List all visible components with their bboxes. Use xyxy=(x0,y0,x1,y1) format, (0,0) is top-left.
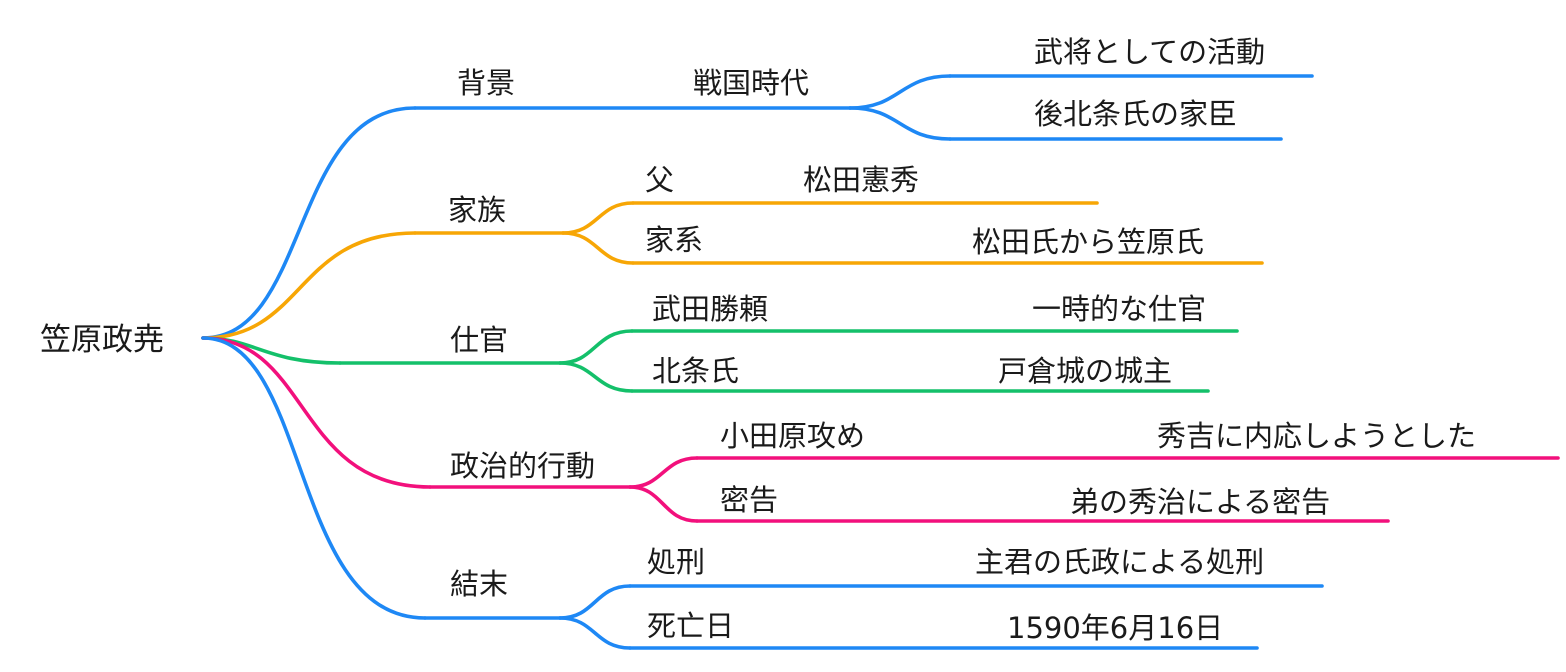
node-label-takeda-katsuyori: 武田勝頼 xyxy=(652,292,768,326)
node-label-matsuda-kasahara: 松田氏から笠原氏 xyxy=(972,225,1204,259)
node-label-odawara-zeme: 小田原攻め xyxy=(720,419,865,453)
root-node-label: 笠原政尭 xyxy=(40,322,164,358)
fork-shikan-up xyxy=(558,329,634,365)
node-label-ketsumatsu: 結末 xyxy=(450,567,508,601)
node-label-ujimasa-shokei: 主君の氏政による処刑 xyxy=(975,545,1264,579)
node-label-mikkoku: 密告 xyxy=(720,483,778,517)
node-label-tokura-joshu: 戸倉城の城主 xyxy=(998,354,1172,388)
node-label-shibobi: 死亡日 xyxy=(647,609,734,643)
fork-ketsumatsu-down xyxy=(558,616,632,650)
fork-seijiteki-down xyxy=(628,485,699,523)
link-root-ketsumatsu xyxy=(201,336,427,620)
branch-kazoku: 家族 父 松田憲秀 家系 松田氏から笠原氏 xyxy=(201,163,1264,340)
node-label-shikan: 仕官 xyxy=(450,323,508,357)
node-label-chichi: 父 xyxy=(645,163,674,197)
node-label-hideyoshi-naio: 秀吉に内応しようとした xyxy=(1157,419,1476,453)
node-label-hideharu-mikkoku: 弟の秀治による密告 xyxy=(1070,485,1330,519)
node-label-kazoku: 家族 xyxy=(448,193,506,227)
fork-kazoku-down xyxy=(561,231,635,265)
node-label-sengoku-jidai: 戦国時代 xyxy=(693,66,809,100)
link-root-kazoku xyxy=(201,231,417,340)
branch-haikei: 背景 戦国時代 武将としての活動 後北条氏の家臣 xyxy=(201,35,1314,340)
node-label-busho-katsudo: 武将としての活動 xyxy=(1034,35,1265,69)
node-label-ichijiteki-shikan: 一時的な仕官 xyxy=(1032,292,1206,326)
branch-ketsumatsu: 結末 処刑 主君の氏政による処刑 死亡日 1590年6月16日 xyxy=(201,336,1324,650)
node-label-shokei: 処刑 xyxy=(647,545,705,579)
fork-haikei-down xyxy=(848,106,952,141)
link-root-seijiteki-kodo xyxy=(201,336,432,489)
node-label-hojo-shi: 北条氏 xyxy=(652,354,739,388)
fork-ketsumatsu-up xyxy=(558,584,632,620)
fork-kazoku-up xyxy=(561,201,635,235)
node-label-death-date: 1590年6月16日 xyxy=(1007,611,1223,645)
fork-seijiteki-up xyxy=(628,456,699,489)
branch-shikan: 仕官 武田勝頼 一時的な仕官 北条氏 戸倉城の城主 xyxy=(201,292,1239,393)
node-label-gohojo-kashin: 後北条氏の家臣 xyxy=(1034,97,1237,131)
node-label-matsuda-norihide: 松田憲秀 xyxy=(803,163,919,197)
node-label-seijiteki-kodo: 政治的行動 xyxy=(450,449,595,483)
branch-seijiteki-kodo: 政治的行動 小田原攻め 秀吉に内応しようとした 密告 弟の秀治による密告 xyxy=(201,336,1560,523)
node-label-haikei: 背景 xyxy=(457,66,515,100)
node-label-kakei: 家系 xyxy=(645,223,703,257)
link-root-haikei xyxy=(201,106,417,340)
fork-haikei-up xyxy=(848,74,952,110)
fork-shikan-down xyxy=(558,361,634,393)
